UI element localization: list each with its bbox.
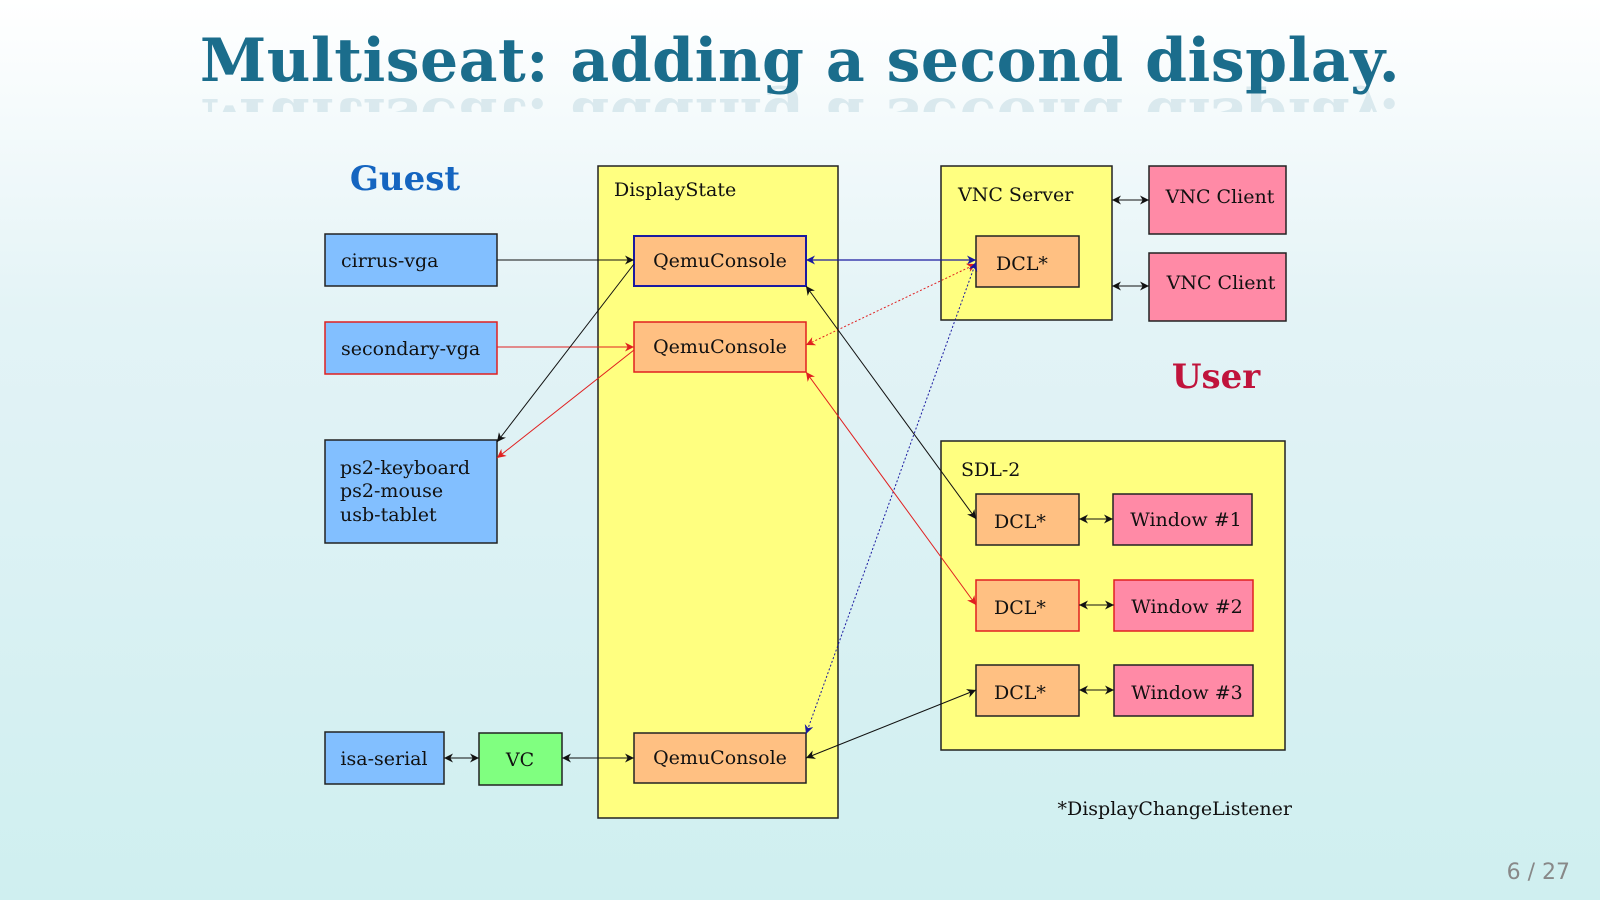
vnc-client-2: VNC Client <box>1148 252 1287 322</box>
page-number: 6 / 27 <box>1506 860 1570 885</box>
vnc-dcl-box: DCL* <box>975 235 1080 288</box>
arrow-console-1-to-input <box>496 263 635 443</box>
sdl-dcl-2: DCL* <box>975 579 1080 632</box>
cirrus-vga-label: cirrus-vga <box>341 250 439 272</box>
link-console-3-sdl-dcl-3 <box>805 689 977 759</box>
sdl-window-3-label: Window #3 <box>1131 682 1242 704</box>
qemu-console-3: QemuConsole <box>633 732 807 784</box>
secondary-vga-box: secondary-vga <box>324 321 498 375</box>
qemu-console-3-label: QemuConsole <box>653 747 787 769</box>
vnc-server-label: VNC Server <box>957 184 1074 206</box>
qemu-console-2-label: QemuConsole <box>653 336 787 358</box>
qemu-console-1: QemuConsole <box>633 235 807 287</box>
qemu-console-1-label: QemuConsole <box>653 250 787 272</box>
isa-serial-box: isa-serial <box>324 731 445 785</box>
vnc-client-2-label: VNC Client <box>1166 272 1276 294</box>
user-label: User <box>1172 357 1261 397</box>
qemu-console-2: QemuConsole <box>633 321 807 373</box>
sdl-dcl-2-label: DCL* <box>994 597 1046 619</box>
display-state-label: DisplayState <box>614 179 736 201</box>
sdl-dcl-1-label: DCL* <box>994 511 1046 533</box>
arrow-console-2-to-input <box>496 349 635 459</box>
slide-title: Multiseat: adding a second display. <box>199 26 1401 96</box>
guest-label: Guest <box>350 159 461 199</box>
vnc-client-1-label: VNC Client <box>1165 186 1275 208</box>
sdl-window-2-label: Window #2 <box>1131 596 1242 618</box>
sdl-dcl-3: DCL* <box>975 664 1080 717</box>
sdl-window-3: Window #3 <box>1113 664 1254 717</box>
usb-tablet-label: usb-tablet <box>340 504 437 526</box>
ps2-mouse-label: ps2-mouse <box>340 480 443 502</box>
secondary-vga-label: secondary-vga <box>341 338 480 360</box>
vnc-client-1: VNC Client <box>1148 165 1287 235</box>
vc-box: VC <box>478 732 563 786</box>
sdl-window-2: Window #2 <box>1113 579 1254 632</box>
sdl-dcl-3-label: DCL* <box>994 682 1046 704</box>
input-devices-box: ps2-keyboard ps2-mouse usb-tablet <box>324 439 498 544</box>
sdl-dcl-1: DCL* <box>975 493 1080 546</box>
ps2-keyboard-label: ps2-keyboard <box>340 457 470 479</box>
footnote: *DisplayChangeListener <box>1058 798 1293 820</box>
sdl2-label: SDL-2 <box>961 459 1020 481</box>
sdl-window-1-label: Window #1 <box>1130 509 1241 531</box>
cirrus-vga-box: cirrus-vga <box>324 233 498 287</box>
isa-serial-label: isa-serial <box>340 748 427 770</box>
vnc-dcl-label: DCL* <box>996 253 1048 275</box>
sdl-window-1: Window #1 <box>1112 493 1253 546</box>
vc-label: VC <box>505 749 534 771</box>
link-console-2-sdl-dcl-2 <box>805 371 977 606</box>
